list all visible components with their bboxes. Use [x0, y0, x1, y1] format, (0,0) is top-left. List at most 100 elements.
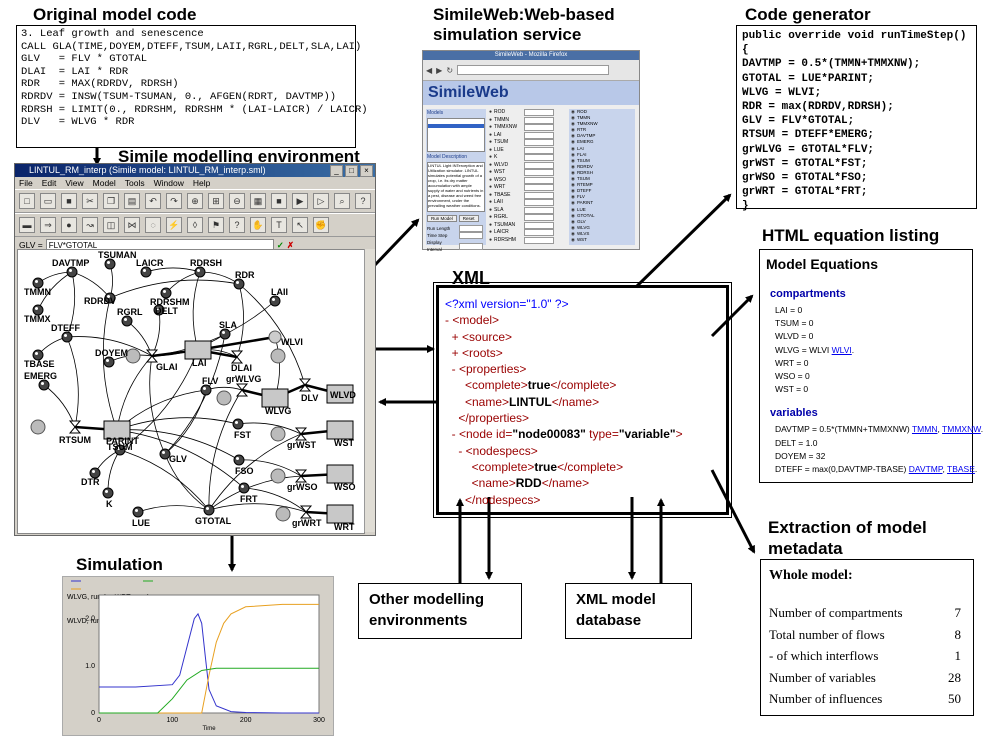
accept-icon[interactable]: ✓ [276, 239, 284, 250]
step-icon[interactable]: ▷ [313, 193, 329, 209]
node-label-fst[interactable]: FST [234, 430, 251, 440]
output-checkbox-icon[interactable]: ◉ [571, 139, 575, 145]
equation-link-tbase[interactable]: TBASE [947, 464, 975, 475]
output-checkbox-icon[interactable]: ◉ [571, 182, 575, 188]
param-input[interactable] [524, 169, 555, 177]
role-tool-icon[interactable]: ◌ [145, 217, 161, 233]
influence-tool-icon[interactable]: ↝ [82, 217, 98, 233]
param-input[interactable] [524, 236, 555, 244]
node-label-grwrt[interactable]: grWRT [292, 518, 322, 528]
node-label-doyem[interactable]: DOYEM [95, 348, 129, 358]
output-checkbox-icon[interactable]: ◉ [571, 200, 575, 206]
close-button[interactable]: × [360, 165, 373, 177]
node-label-rgrl[interactable]: RGRL [117, 307, 143, 317]
equation-link-tmmn[interactable]: TMMN [911, 424, 938, 435]
output-checkbox-icon[interactable]: ◉ [571, 236, 575, 242]
web-reset-button[interactable]: Reset [458, 215, 479, 222]
param-input[interactable] [524, 131, 555, 139]
grid-icon[interactable]: ▦ [250, 193, 266, 209]
node-label-laicr[interactable]: LAICR [136, 258, 164, 268]
node-label-lue[interactable]: LUE [132, 518, 150, 528]
node-label-rtsum[interactable]: RTSUM [59, 435, 91, 445]
node-label-tsum[interactable]: TSUM [107, 442, 133, 452]
param-input[interactable] [524, 154, 555, 162]
output-checkbox-icon[interactable]: ◉ [571, 157, 575, 163]
param-input[interactable] [524, 199, 555, 207]
output-checkbox-icon[interactable]: ◉ [571, 230, 575, 236]
pointer-tool-icon[interactable]: ↖ [292, 217, 308, 233]
node-label-grwst[interactable]: grWST [287, 440, 316, 450]
equation-link-davtmp[interactable]: DAVTMP [908, 464, 943, 475]
zoom-in-icon[interactable]: ⊕ [187, 193, 203, 209]
event-tool-icon[interactable]: ⚡ [166, 217, 182, 233]
reload-icon[interactable]: ↻ [446, 65, 454, 75]
save-icon[interactable]: ■ [61, 193, 77, 209]
node-label-wlvd[interactable]: WLVD [330, 390, 356, 400]
forward-icon[interactable]: ▶ [436, 65, 443, 75]
node-label-frt[interactable]: FRT [240, 494, 258, 504]
cut-icon[interactable]: ✂ [82, 193, 98, 209]
grab-tool-icon[interactable]: ✊ [313, 217, 329, 233]
node-label-fso[interactable]: FSO [235, 466, 254, 476]
param-input[interactable] [524, 221, 555, 229]
diagram-scrollbar[interactable] [364, 249, 375, 532]
param-input[interactable] [524, 139, 555, 147]
output-checkbox-icon[interactable]: ◉ [571, 188, 575, 194]
web-run-model-button[interactable]: Run Model [427, 215, 457, 222]
paste-icon[interactable]: ▤ [124, 193, 140, 209]
condition-tool-icon[interactable]: ◊ [187, 217, 203, 233]
run-field-input[interactable] [459, 225, 483, 232]
output-checkbox-icon[interactable]: ◉ [571, 127, 575, 133]
param-input[interactable] [524, 214, 555, 222]
node-label-delt[interactable]: DELT [155, 306, 178, 316]
output-checkbox-icon[interactable]: ◉ [571, 133, 575, 139]
param-input[interactable] [524, 176, 555, 184]
run-field-input[interactable] [459, 242, 483, 250]
node-label-grwso[interactable]: grWSO [287, 482, 318, 492]
node-label-davtmp[interactable]: DAVTMP [52, 258, 90, 268]
menu-item-view[interactable]: View [65, 178, 84, 188]
node-label-parint[interactable]: PARINT [106, 436, 139, 446]
minimize-button[interactable]: _ [330, 165, 343, 177]
param-input[interactable] [524, 229, 555, 237]
menu-item-help[interactable]: Help [192, 178, 211, 188]
help-icon[interactable]: ? [355, 193, 371, 209]
node-label-dlai[interactable]: DLAI [231, 363, 252, 373]
find-icon[interactable]: ⌕ [334, 193, 350, 209]
output-checkbox-icon[interactable]: ◉ [571, 121, 575, 127]
output-checkbox-icon[interactable]: ◉ [571, 206, 575, 212]
node-label-grwlvg[interactable]: grWLVG [226, 374, 262, 384]
variable-tool-icon[interactable]: ● [61, 217, 77, 233]
node-label-wrt[interactable]: WRT [334, 522, 355, 532]
node-label-dteff[interactable]: DTEFF [51, 323, 80, 333]
node-label-tmmx[interactable]: TMMX [24, 314, 51, 324]
menu-item-window[interactable]: Window [153, 178, 184, 188]
node-label-rdrshm[interactable]: RDRSHM [150, 297, 190, 307]
output-checkbox-icon[interactable]: ◉ [571, 115, 575, 121]
flow-tool-icon[interactable]: ⇒ [40, 217, 56, 233]
menu-item-tools[interactable]: Tools [124, 178, 145, 188]
node-label-dlv[interactable]: DLV [301, 393, 319, 403]
equation-link-wlvi[interactable]: WLVI [831, 344, 852, 355]
param-input[interactable] [524, 191, 555, 199]
node-label-gtotal[interactable]: GTOTAL [195, 516, 232, 526]
association-tool-icon[interactable]: ⋈ [124, 217, 140, 233]
node-label-wst[interactable]: WST [334, 438, 354, 448]
node-label-glai[interactable]: GLAI [156, 362, 178, 372]
node-label-rdr[interactable]: RDR [235, 270, 255, 280]
redo-icon[interactable]: ↷ [166, 193, 182, 209]
output-checkbox-icon[interactable]: ◉ [571, 163, 575, 169]
menu-item-edit[interactable]: Edit [41, 178, 57, 188]
node-label-tmmn[interactable]: TMMN [24, 287, 51, 297]
param-input[interactable] [524, 124, 555, 132]
param-input[interactable] [524, 184, 555, 192]
submodel-tool-icon[interactable]: ◫ [103, 217, 119, 233]
zoom-fit-icon[interactable]: ⊞ [208, 193, 224, 209]
alarm-tool-icon[interactable]: ⚑ [208, 217, 224, 233]
param-input[interactable] [524, 146, 555, 154]
new-icon[interactable]: □ [19, 193, 35, 209]
zoom-out-icon[interactable]: ⊖ [229, 193, 245, 209]
node-label-rdrdv[interactable]: RDRDV [84, 296, 117, 306]
output-checkbox-icon[interactable]: ◉ [571, 194, 575, 200]
